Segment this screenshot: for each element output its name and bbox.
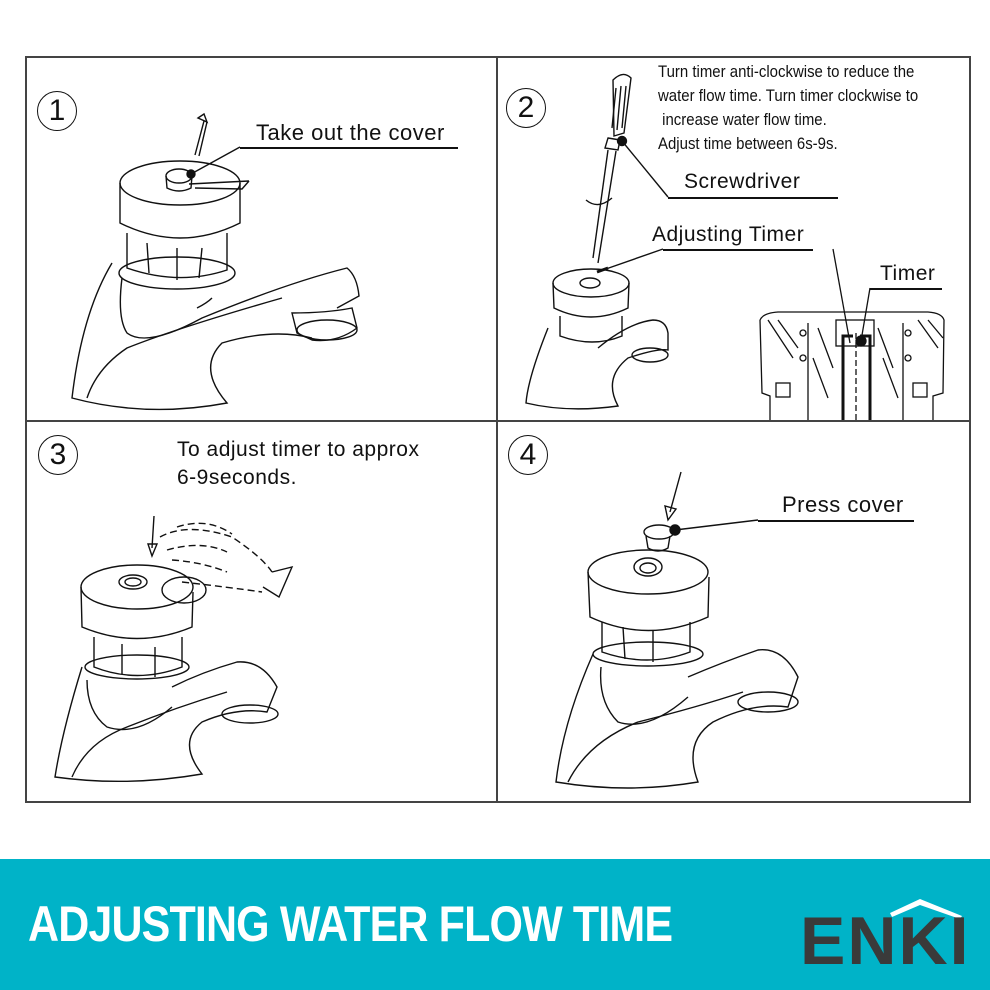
faucet-illustration-2 bbox=[525, 73, 945, 420]
label-underline bbox=[668, 197, 838, 199]
press-cover-label: Press cover bbox=[782, 492, 904, 517]
enki-logo: ENKI bbox=[800, 873, 970, 983]
panel-step-4: 4 Press cover bbox=[498, 422, 969, 801]
panel-step-2: 2 Turn timer anti-clockwise to reduce th… bbox=[498, 58, 969, 420]
faucet-illustration-1 bbox=[71, 112, 360, 411]
adjusting-timer-label: Adjusting Timer bbox=[652, 223, 805, 246]
label-underline bbox=[663, 249, 813, 251]
take-out-cover-label: Take out the cover bbox=[256, 120, 445, 145]
panel-step-3: 3 To adjust timer to approx 6-9seconds. bbox=[27, 422, 496, 801]
footer-banner: ADJUSTING WATER FLOW TIME ENKI bbox=[0, 859, 990, 990]
screwdriver-label: Screwdriver bbox=[684, 170, 801, 193]
banner-title: ADJUSTING WATER FLOW TIME bbox=[28, 896, 673, 952]
panel-step-1: 1 Take out the cover bbox=[27, 58, 496, 420]
instruction-line-1: To adjust timer to approx bbox=[177, 438, 420, 461]
instruction-line-2: water flow time. Turn timer clockwise to bbox=[658, 86, 919, 105]
label-underline bbox=[758, 520, 914, 522]
horizontal-divider bbox=[25, 420, 971, 422]
instruction-grid-frame bbox=[25, 56, 971, 803]
faucet-illustration-4 bbox=[555, 471, 799, 789]
step-number-1: 1 bbox=[37, 91, 77, 131]
step-2-instructions: Turn timer anti-clockwise to reduce the … bbox=[658, 60, 918, 156]
step-number-3: 3 bbox=[38, 435, 78, 475]
instruction-line-3: increase water flow time. bbox=[658, 110, 827, 129]
faucet-illustration-3 bbox=[54, 515, 294, 783]
vertical-divider bbox=[496, 56, 498, 803]
step-number-2: 2 bbox=[506, 88, 546, 128]
step-number-4: 4 bbox=[508, 435, 548, 475]
logo-text: ENKI bbox=[800, 903, 971, 979]
label-underline bbox=[870, 288, 942, 290]
timer-label: Timer bbox=[880, 262, 936, 285]
instruction-line-2: 6-9seconds. bbox=[177, 466, 297, 489]
roof-icon bbox=[890, 899, 962, 919]
label-underline bbox=[240, 147, 458, 149]
instruction-line-1: Turn timer anti-clockwise to reduce the bbox=[658, 62, 915, 81]
step-3-instructions: To adjust timer to approx 6-9seconds. bbox=[177, 436, 419, 492]
instruction-line-4: Adjust time between 6s-9s. bbox=[658, 134, 838, 153]
